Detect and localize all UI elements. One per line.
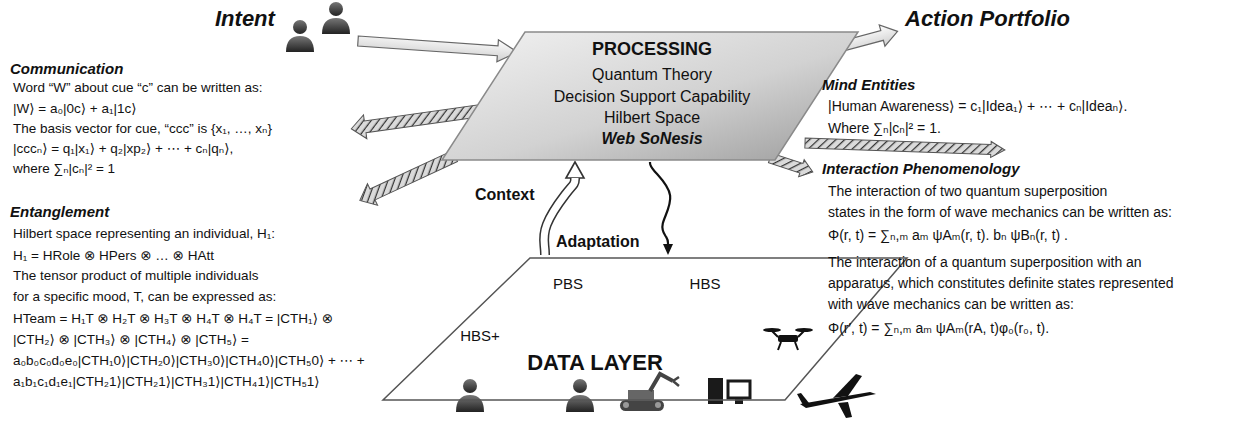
formula: a₀b₀c₀d₀e₀|CTH₁0⟩|CTH₂0⟩|CTH₃0⟩|CTH₄0⟩|C…: [13, 352, 365, 368]
note-line: The interaction of a quantum superpositi…: [828, 254, 1142, 270]
robot-icon: [620, 374, 679, 411]
drone-arm: [772, 331, 804, 337]
drone-leg: [778, 342, 798, 350]
section-title: Action Portfolio: [905, 6, 1070, 32]
robot-gripper: [673, 377, 679, 386]
note-line: states in the form of wave mechanics can…: [828, 204, 1172, 220]
formula: |Human Awareness⟩ = c₁|Idea₁⟩ + ⋯ + cₙ|I…: [828, 98, 1127, 114]
robot-wheel: [655, 402, 661, 408]
plane-item: Web SoNesis: [601, 130, 702, 148]
formula: Where ∑ₙ|cₙ|² = 1.: [828, 120, 941, 136]
drone-icon: [763, 328, 813, 350]
note-line: Hilbert space representing an individual…: [13, 226, 275, 241]
data-source: HBS+: [460, 327, 500, 344]
drone-rotor: [763, 328, 781, 332]
formula: a₁b₁c₁d₁e₁|CTH₂1⟩|CTH₂1⟩|CTH₃1⟩|CTH₄1⟩|C…: [13, 373, 320, 389]
edge-label: Context: [475, 185, 535, 204]
formula: |CTH₂⟩ ⊗ |CTH₃⟩ ⊗ |CTH₄⟩ ⊗ |CTH₅⟩ =: [13, 331, 249, 347]
note-line: The tensor product of multiple individua…: [13, 268, 258, 283]
robot-track: [620, 400, 664, 411]
formula: |cccₙ⟩ = q₁|x₁⟩ + q₂|xp₂⟩ + ⋯ + cₙ|qₙ⟩,: [13, 140, 233, 156]
person-icon: [322, 2, 350, 34]
data-source: HBS: [690, 275, 721, 292]
robot-wheel: [623, 402, 629, 408]
formula: HTeam = H₁T ⊗ H₂T ⊗ H₃T ⊗ H₄T ⊗ H₄T = |C…: [13, 310, 333, 326]
note-line: with wave mechanics can be written as:: [828, 296, 1074, 312]
note-line: for a specific mood, T, can be expressed…: [13, 289, 276, 304]
plane-item: Decision Support Capability: [554, 88, 751, 106]
intent-arrow: [357, 30, 518, 63]
note-line: The basis vector for cue, “ccc” is {x₁, …: [13, 120, 272, 136]
person-body: [456, 395, 484, 412]
formula: |W⟩ = a₀|0c⟩ + a₁|1c⟩: [13, 100, 137, 116]
intent-arrow-shape: [357, 30, 518, 63]
data-source: PBS: [553, 275, 583, 292]
edge-label: Adaptation: [556, 232, 640, 251]
processing-plane: PROCESSING Quantum TheoryDecision Support…: [440, 30, 860, 162]
hatched-arrow-shape: [355, 145, 460, 211]
note-line: apparatus, which constitutes definite st…: [828, 275, 1174, 291]
formula: Φ(r, t) = ∑ₙ,ₘ aₘ ψAₘ(r, t). bₙ ψBₙ(r, t…: [828, 227, 1068, 243]
hatched-arrow-shape: [805, 135, 1005, 158]
note-line: The interaction of two quantum superposi…: [828, 183, 1107, 199]
person-icon: [566, 379, 594, 412]
section-heading: Mind Entities: [822, 76, 915, 93]
plane-shape: [442, 32, 858, 160]
person-head: [463, 379, 477, 393]
plane-item: Quantum Theory: [592, 66, 712, 84]
person-body: [322, 18, 350, 34]
computer-stand: [735, 398, 743, 404]
computer-monitor: [728, 381, 750, 398]
person-icon: [286, 20, 314, 52]
uav-tail: [797, 393, 809, 405]
uav-wing: [833, 374, 862, 398]
note-line: Word “W” about cue “c” can be written as…: [13, 80, 263, 95]
section-heading: Communication: [10, 60, 123, 77]
plane-title: DATA LAYER: [527, 350, 663, 376]
plane-item: Hilbert Space: [604, 109, 700, 127]
person-body: [286, 36, 314, 52]
uav-icon: [797, 374, 876, 418]
formula: H₁ = HRole ⊗ HPers ⊗ … ⊗ HAtt: [13, 247, 214, 263]
formula: Φ(r′, t) = ∑ₙ,ₘ aₘ ψAₘ(rA, t)φ₀(r₀, t).: [828, 320, 1049, 336]
hatched-arrow: [805, 135, 1005, 158]
adaptation-arrow: [650, 162, 670, 244]
drone-body: [778, 335, 798, 342]
section-title: Intent: [215, 6, 275, 32]
formula: where ∑ₙ|cₙ|² = 1: [13, 160, 115, 176]
person-head: [573, 379, 587, 393]
section-heading: Entanglement: [10, 203, 109, 220]
connector-line: [650, 162, 670, 244]
person-icon: [456, 379, 484, 412]
robot-arm: [650, 374, 673, 391]
person-head: [329, 2, 343, 16]
drone-rotor: [795, 328, 813, 332]
person-body: [566, 395, 594, 412]
uav-wing: [838, 402, 852, 418]
plane-title: PROCESSING: [592, 39, 712, 60]
section-heading: Interaction Phenomenology: [822, 160, 1020, 177]
hatched-arrow: [355, 145, 460, 211]
person-head: [293, 20, 307, 34]
